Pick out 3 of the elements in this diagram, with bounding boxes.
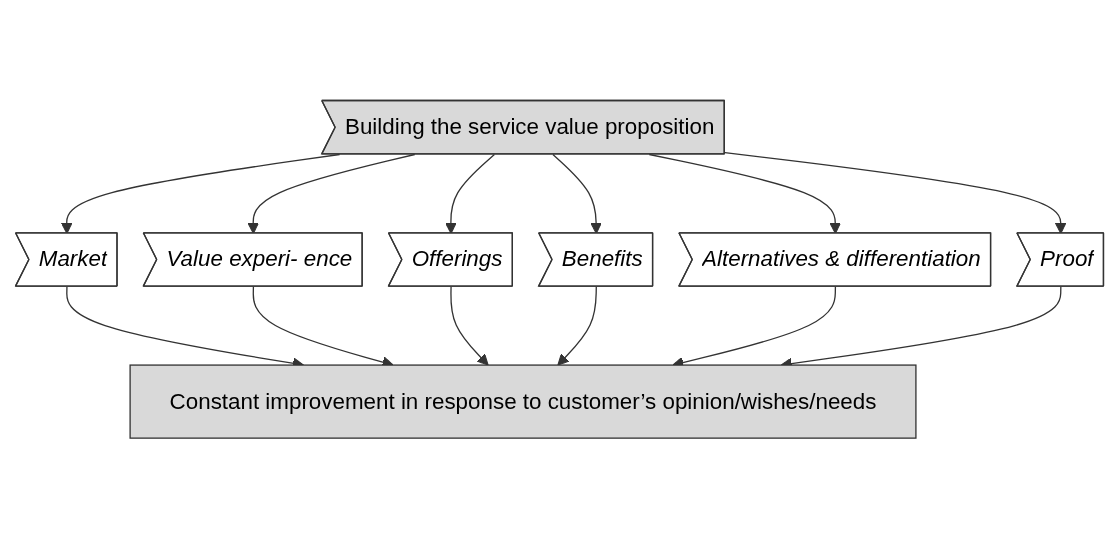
- node-box: Constant improvement in response to customer’s opinion/wishes/needs: [129, 364, 917, 439]
- arrow: [557, 286, 597, 366]
- arrow: [450, 286, 489, 366]
